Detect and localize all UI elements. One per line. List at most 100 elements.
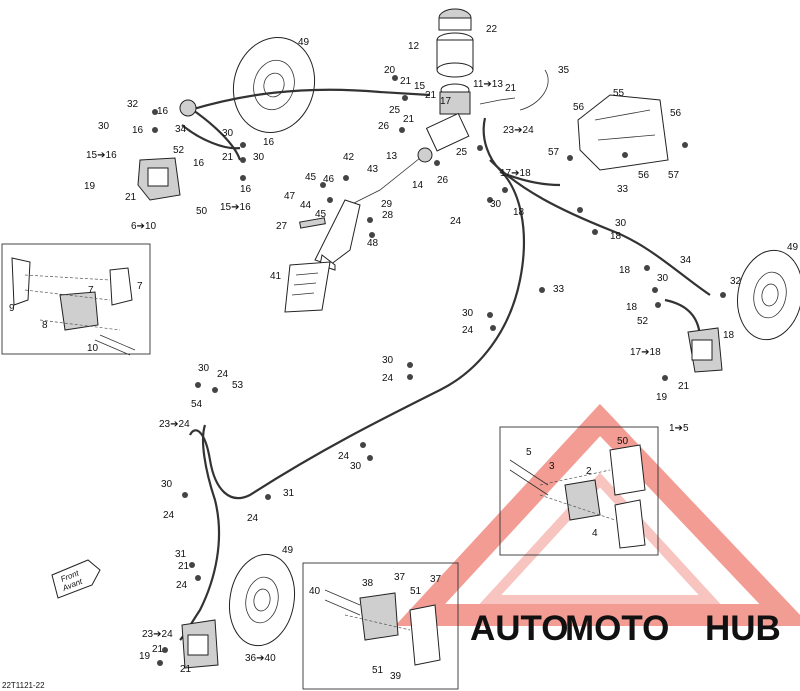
label-56: 56 xyxy=(573,102,585,113)
label-57: 57 xyxy=(668,170,680,181)
hardware-fasteners xyxy=(152,75,726,666)
brake-disc-front-right xyxy=(737,249,800,341)
label-19: 19 xyxy=(656,392,668,403)
label-19: 19 xyxy=(139,651,151,662)
label-8: 8 xyxy=(42,320,48,331)
label-30: 30 xyxy=(198,363,210,374)
label-24: 24 xyxy=(382,373,394,384)
caliper-front-left xyxy=(137,99,197,201)
label-18: 18 xyxy=(723,330,735,341)
label-6-10: 6➔10 xyxy=(131,221,157,232)
label-23-24: 23➔24 xyxy=(503,125,534,136)
label-51: 51 xyxy=(410,586,422,597)
label-37: 37 xyxy=(430,574,442,585)
label-7: 7 xyxy=(137,281,143,292)
label-30: 30 xyxy=(161,479,173,490)
label-24: 24 xyxy=(247,513,259,524)
label-30: 30 xyxy=(350,461,362,472)
label-49-top: 49 xyxy=(298,37,310,48)
label-25: 25 xyxy=(456,147,468,158)
label-53: 53 xyxy=(232,380,244,391)
label-4: 4 xyxy=(592,528,598,539)
label-21: 21 xyxy=(222,152,234,163)
label-18: 18 xyxy=(626,302,638,313)
label-26: 26 xyxy=(437,175,449,186)
label-21: 21 xyxy=(180,664,192,675)
watermark-auto: AUTO xyxy=(470,609,569,648)
label-17-18: 17➔18 xyxy=(630,347,661,358)
label-21: 21 xyxy=(505,83,517,94)
rear-caliper-inset-box xyxy=(302,562,459,690)
label-55: 55 xyxy=(613,88,625,99)
label-16: 16 xyxy=(157,106,169,117)
label-30: 30 xyxy=(253,152,265,163)
label-16: 16 xyxy=(240,184,252,195)
label-10: 10 xyxy=(87,343,99,354)
heat-shield xyxy=(577,94,669,171)
label-49-right: 49 xyxy=(787,242,799,253)
caliper-rear xyxy=(181,619,219,669)
label-21: 21 xyxy=(400,76,412,87)
label-31: 31 xyxy=(283,488,295,499)
label-21: 21 xyxy=(178,561,190,572)
label-35: 35 xyxy=(558,65,570,76)
caliper-front-right xyxy=(687,327,723,373)
label-41: 41 xyxy=(270,271,282,282)
label-42: 42 xyxy=(343,152,355,163)
label-51: 51 xyxy=(372,665,384,676)
label-39: 39 xyxy=(390,671,402,682)
label-18: 18 xyxy=(619,265,631,276)
label-56: 56 xyxy=(638,170,650,181)
label-16: 16 xyxy=(132,125,144,136)
label-12: 12 xyxy=(408,41,420,52)
label-21: 21 xyxy=(678,381,690,392)
label-24: 24 xyxy=(462,325,474,336)
label-28: 28 xyxy=(382,210,394,221)
right-caliper-inset-box xyxy=(499,426,659,556)
label-2: 2 xyxy=(586,466,592,477)
front-direction-marker: Front Avant xyxy=(51,559,101,599)
label-3: 3 xyxy=(549,461,555,472)
label-15-16: 15➔16 xyxy=(86,150,117,161)
label-14: 14 xyxy=(412,180,424,191)
label-24: 24 xyxy=(217,369,229,380)
label-54: 54 xyxy=(191,399,203,410)
caliper-inset-left-parts xyxy=(11,257,136,356)
label-32: 32 xyxy=(127,99,139,110)
label-16: 16 xyxy=(193,158,205,169)
master-cylinder-assembly xyxy=(349,8,516,206)
left-caliper-inset-box xyxy=(1,243,151,355)
label-19: 19 xyxy=(84,181,96,192)
watermark-hub: HUB xyxy=(705,609,781,648)
label-32: 32 xyxy=(730,276,742,287)
label-50: 50 xyxy=(617,436,629,447)
label-21: 21 xyxy=(125,192,137,203)
label-25: 25 xyxy=(389,105,401,116)
label-30: 30 xyxy=(222,128,234,139)
label-40: 40 xyxy=(309,586,321,597)
label-1-5: 1➔5 xyxy=(669,423,689,434)
watermark-logo xyxy=(394,403,800,626)
label-16: 16 xyxy=(263,137,275,148)
label-24: 24 xyxy=(338,451,350,462)
label-17-18: 17➔18 xyxy=(500,168,531,179)
label-56: 56 xyxy=(670,108,682,119)
brake-disc-rear xyxy=(228,553,296,647)
label-45: 45 xyxy=(305,172,317,183)
brake-disc-front-left xyxy=(232,36,316,134)
label-17: 17 xyxy=(440,96,452,107)
callout-labels: 49 22 12 35 20 21 15 11➔13 21 16 32 30 1… xyxy=(9,24,799,682)
label-49-rear: 49 xyxy=(282,545,294,556)
label-52: 52 xyxy=(637,316,649,327)
label-47: 47 xyxy=(284,191,296,202)
label-43: 43 xyxy=(367,164,379,175)
caliper-inset-rear-parts xyxy=(324,589,441,666)
watermark-text: AUTO MOTO HUB xyxy=(470,609,781,648)
label-22: 22 xyxy=(486,24,498,35)
watermark-moto: MOTO xyxy=(565,609,669,648)
label-30: 30 xyxy=(462,308,474,319)
caliper-inset-right-parts xyxy=(509,444,646,549)
label-15-16: 15➔16 xyxy=(220,202,251,213)
label-30: 30 xyxy=(615,218,627,229)
